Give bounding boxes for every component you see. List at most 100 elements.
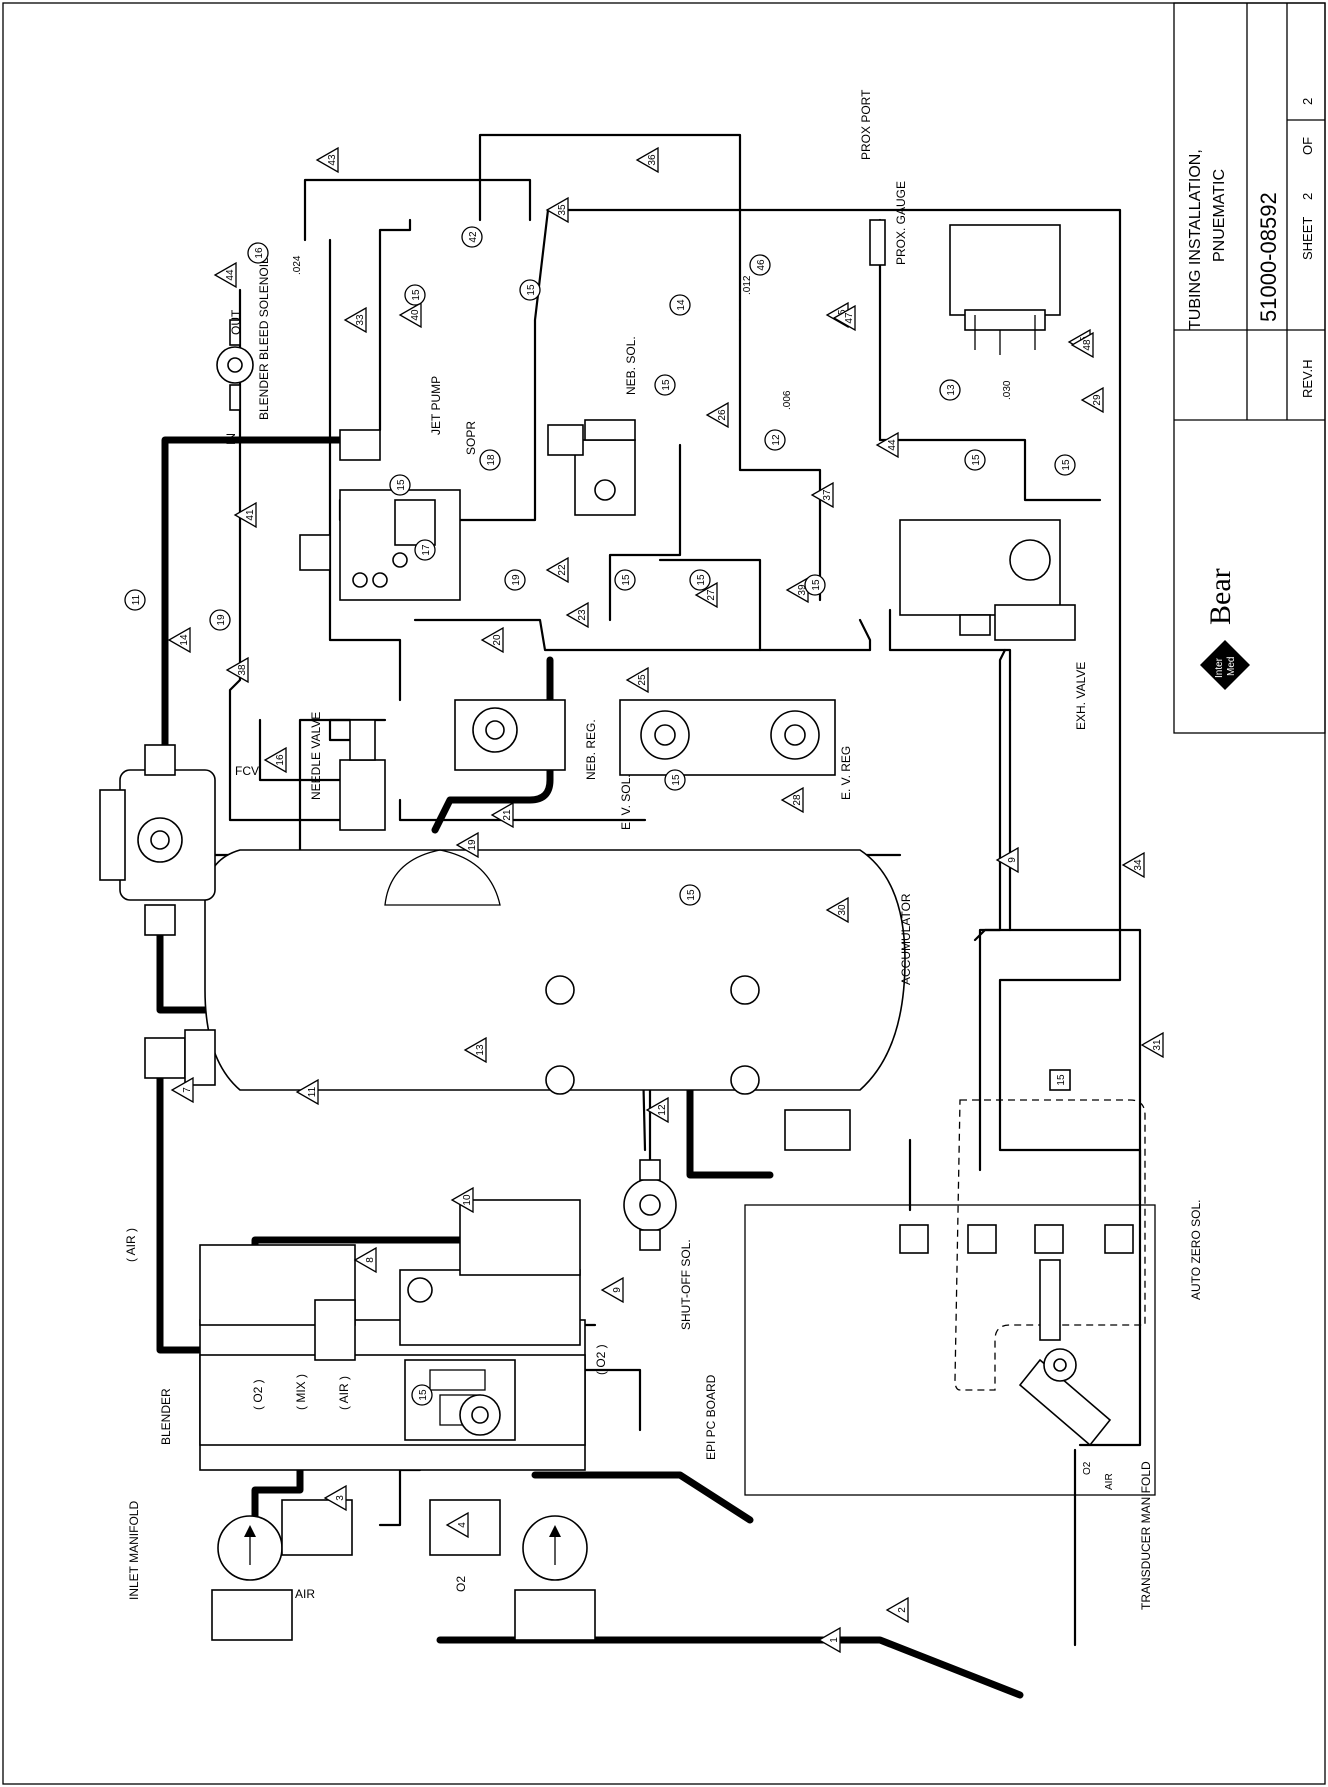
circle-callout: 13 [939,379,961,401]
triangle-callout: 21 [490,801,514,829]
label-shut-off-sol: SHUT-OFF SOL. [679,1239,693,1330]
circle-callout-label: 13 [946,384,957,396]
circle-callout: 15 [614,569,636,591]
triangle-callout: 44 [875,431,899,459]
circle-callout: 15 [411,1384,433,1406]
triangle-callout-label: 29 [1092,394,1103,406]
circle-callout: 16 [247,242,269,264]
prox-port-fitting [869,219,886,266]
triangle-callout: 22 [545,556,569,584]
fcv-valve [99,744,216,936]
bear-intermed-logo: Bear Inter Med [1200,568,1250,690]
triangle-callout: 37 [810,481,834,509]
sheet-total: 2 [1300,98,1315,105]
label-in: IN [224,433,238,445]
triangle-callout-label: 9 [1007,857,1018,863]
circle-callout-label: 15 [411,289,422,301]
triangle-callout-label: 40 [410,309,421,321]
label-o2-bottom: O2 [454,1576,468,1592]
circle-callout: 15 [689,569,711,591]
component-labels: INLET MANIFOLD BLENDER ( AIR ) ( O2 ) ( … [124,89,1203,1610]
triangle-callout: 4 [445,1511,469,1539]
triangle-callout: 29 [1080,386,1104,414]
triangle-callout: 38 [225,656,249,684]
logo-text: Bear [1204,568,1237,625]
triangle-callout-label: 11 [307,1086,318,1097]
triangle-callout: 13 [463,1036,487,1064]
label-accumulator: ACCUMULATOR [899,893,913,985]
circle-callout: 15 [654,374,676,396]
triangle-callout-label: 30 [837,904,848,916]
label-mix-port: ( MIX ) [294,1374,308,1410]
circle-callout: 19 [504,569,526,591]
triangle-callout-label: 22 [557,564,568,576]
triangle-callout-label: 37 [822,489,833,501]
triangle-callouts: 1234789910111213141619202122232526272829… [167,146,1164,1654]
label-transducer-manifold: TRANSDUCER MANIFOLD [1139,1461,1153,1610]
triangle-callout-label: 1 [829,1637,840,1643]
circle-callout-label: 19 [216,614,227,626]
triangle-callout: 35 [545,196,569,224]
circle-callout-label: 15 [696,574,707,586]
label-orifice-030: .030 [1002,380,1013,400]
triangle-callout-label: 13 [475,1044,486,1056]
sheet-label: SHEET [1300,217,1315,260]
triangle-callout-label: 26 [717,409,728,421]
shut-off-solenoid [623,1159,677,1251]
triangle-callout-label: 20 [492,634,503,646]
triangle-callout: 20 [480,626,504,654]
triangle-callout-label: 47 [844,312,855,324]
title-line-2: PNUEMATIC [1211,169,1228,262]
triangle-callout-label: 23 [577,609,588,621]
part-number: 51000-08592 [1256,192,1281,322]
triangle-callout: 26 [705,401,729,429]
triangle-callout-label: 4 [457,1522,468,1528]
circle-callout-label: 15 [1061,459,1072,471]
neb-solenoid [547,419,636,516]
triangle-callout-label: 21 [502,809,513,821]
triangle-callout: 36 [635,146,659,174]
triangle-callout: 3 [323,1484,347,1512]
circle-callout-label: 42 [468,231,479,243]
circle-callout-label: 16 [254,247,265,259]
circle-callout: 15 [404,284,426,306]
triangle-callout-label: 25 [637,674,648,686]
circle-callout: 15 [804,574,826,596]
label-neb-sol: NEB. SOL. [624,336,638,395]
circle-callout: 12 [764,429,786,451]
circle-callout-label: 15 [396,479,407,491]
triangle-callout-label: 48 [1082,339,1093,351]
label-inlet-manifold: INLET MANIFOLD [127,1501,141,1600]
circle-callout-label: 15 [526,284,537,296]
label-prox-gauge: PROX. GAUGE [894,181,908,265]
of-label: OF [1300,137,1315,155]
triangle-callout: 48 [1070,331,1094,359]
triangle-callout-label: 12 [657,1104,668,1116]
label-needle-valve: NEEDLE VALVE [309,712,323,800]
prox-gauge [869,219,1061,355]
circle-callout: 46 [749,254,771,276]
label-ev-sol: E. V. SOL. [619,774,633,830]
triangle-callout: 11 [295,1078,319,1106]
triangle-callout: 9 [600,1276,624,1304]
triangle-callout-label: 16 [275,754,286,766]
circle-callout-label: 11 [131,594,142,605]
triangle-callout-label: 41 [245,509,256,521]
triangle-callout: 19 [455,831,479,859]
transducer-manifold [1018,1348,1112,1447]
circle-callout: 15 [664,769,686,791]
circle-callout-label: 19 [511,574,522,586]
triangle-callout: 14 [167,626,191,654]
triangle-callout-label: 14 [179,634,190,646]
triangle-callout: 33 [343,306,367,334]
triangle-callout: 30 [825,896,849,924]
logo-badge-1: Inter [1214,657,1225,678]
triangle-callout-label: 2 [897,1607,908,1613]
circle-callout-label: 15 [671,774,682,786]
circle-callout: 15 [389,474,411,496]
circle-callout: 15 [964,449,986,471]
triangle-callout: 7 [170,1076,194,1104]
label-auto-zero-sol: AUTO ZERO SOL. [1189,1200,1203,1300]
